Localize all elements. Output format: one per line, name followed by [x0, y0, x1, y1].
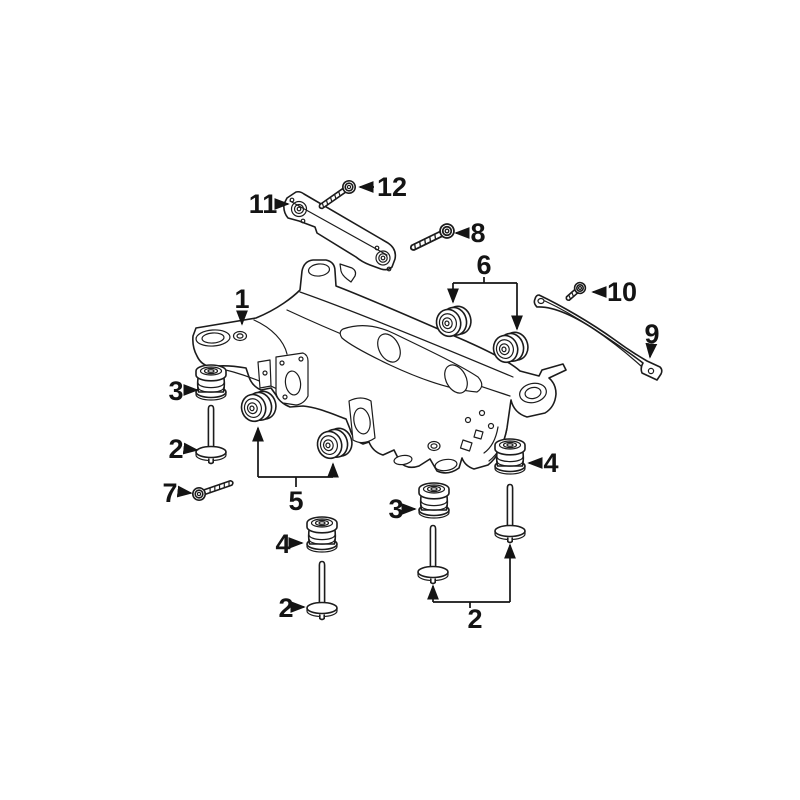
bolt-8-drawing [407, 220, 458, 256]
callout-5-label: 5 [288, 486, 303, 516]
callout-2-left-label: 2 [168, 434, 183, 464]
callout-3-center: 3 [388, 494, 417, 524]
callout-4-left: 4 [275, 529, 304, 559]
callout-4-right-label: 4 [543, 448, 558, 478]
bushing-3-left-drawing [195, 364, 227, 401]
washer-bolt-2d-drawing [494, 483, 526, 544]
bushing-5b-drawing [313, 424, 356, 463]
callout-8-label: 8 [470, 218, 485, 248]
bolt-12-drawing [315, 177, 359, 214]
callout-4-right: 4 [527, 448, 559, 478]
callout-7: 7 [162, 478, 193, 508]
callout-11: 11 [249, 189, 290, 219]
callout-9: 9 [644, 319, 660, 359]
stay-bracket-drawing [283, 190, 397, 272]
callout-2-bottom-right: 2 [427, 543, 516, 634]
callout-4-left-label: 4 [275, 529, 290, 559]
callout-2-left: 2 [168, 434, 199, 464]
callout-6-label: 6 [476, 250, 491, 280]
callouts: 1 11 12 8 6 10 9 3 [162, 172, 659, 634]
callout-5: 5 [252, 426, 339, 516]
callout-3-left: 3 [168, 376, 199, 406]
callout-1: 1 [234, 284, 250, 326]
callout-9-label: 9 [644, 319, 659, 349]
washer-bolt-2a-drawing [195, 404, 227, 465]
washer-bolt-2b-drawing [306, 560, 338, 621]
callout-12-label: 12 [377, 172, 407, 202]
callout-2-bottom-right-label: 2 [467, 604, 482, 634]
callout-2-bottom-left-label: 2 [278, 593, 293, 623]
callout-6: 6 [447, 250, 523, 331]
bushing-4-left-drawing [306, 516, 338, 553]
bushing-5a-drawing [237, 387, 280, 426]
bushing-4-right-drawing [494, 438, 526, 475]
callout-7-label: 7 [162, 478, 177, 508]
callout-11-label: 11 [249, 189, 278, 219]
callout-10: 10 [591, 277, 637, 307]
washer-bolt-2c-drawing [417, 524, 449, 585]
bolt-7-drawing [190, 475, 236, 503]
callout-10-label: 10 [607, 277, 637, 307]
callout-1-label: 1 [234, 284, 249, 314]
callout-8: 8 [454, 218, 486, 248]
callout-12: 12 [358, 172, 407, 202]
bushing-3-center-drawing [418, 482, 450, 519]
brace-bar-drawing [533, 294, 663, 381]
callout-3-left-label: 3 [168, 376, 183, 406]
bolt-10-drawing [565, 281, 587, 301]
callout-2-bottom-left: 2 [278, 593, 306, 623]
callout-3-center-label: 3 [388, 494, 403, 524]
